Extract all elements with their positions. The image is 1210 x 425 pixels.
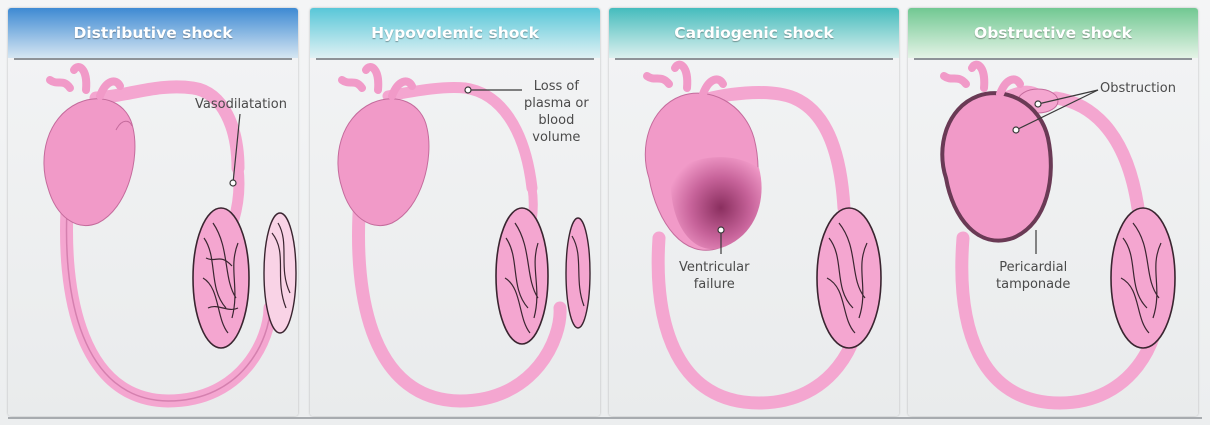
small-capillary-bed (566, 218, 590, 328)
circulation-diagram (609, 8, 899, 416)
volume-loss-label: Loss of plasma or blood volume (524, 78, 589, 146)
vasodilatation-label: Vasodilatation (195, 96, 287, 113)
circulation-diagram (310, 8, 600, 416)
panel-cardiogenic-shock: Cardiogenic shock Ventricular f (609, 8, 899, 416)
circulation-diagram (8, 8, 298, 416)
panel-distributive-shock: Distributive shock (8, 8, 298, 416)
obstruction-label: Obstruction (1100, 80, 1176, 97)
bottom-divider (8, 417, 1202, 419)
capillary-bed (817, 208, 881, 348)
pericardial-tamponade-label: Pericardial tamponade (996, 259, 1070, 293)
aorta-distal (1056, 98, 1138, 208)
capillary-bed (193, 208, 249, 348)
capillary-bed (496, 208, 548, 344)
dilated-capillary-bed (264, 213, 296, 333)
panel-hypovolemic-shock: Hypovolemic shock (310, 8, 600, 416)
capillary-bed (1111, 208, 1175, 348)
ventricular-failure-label: Ventricular failure (679, 259, 749, 293)
panel-obstructive-shock: Obstructive shock (908, 8, 1198, 416)
circulation-diagram (908, 8, 1198, 416)
